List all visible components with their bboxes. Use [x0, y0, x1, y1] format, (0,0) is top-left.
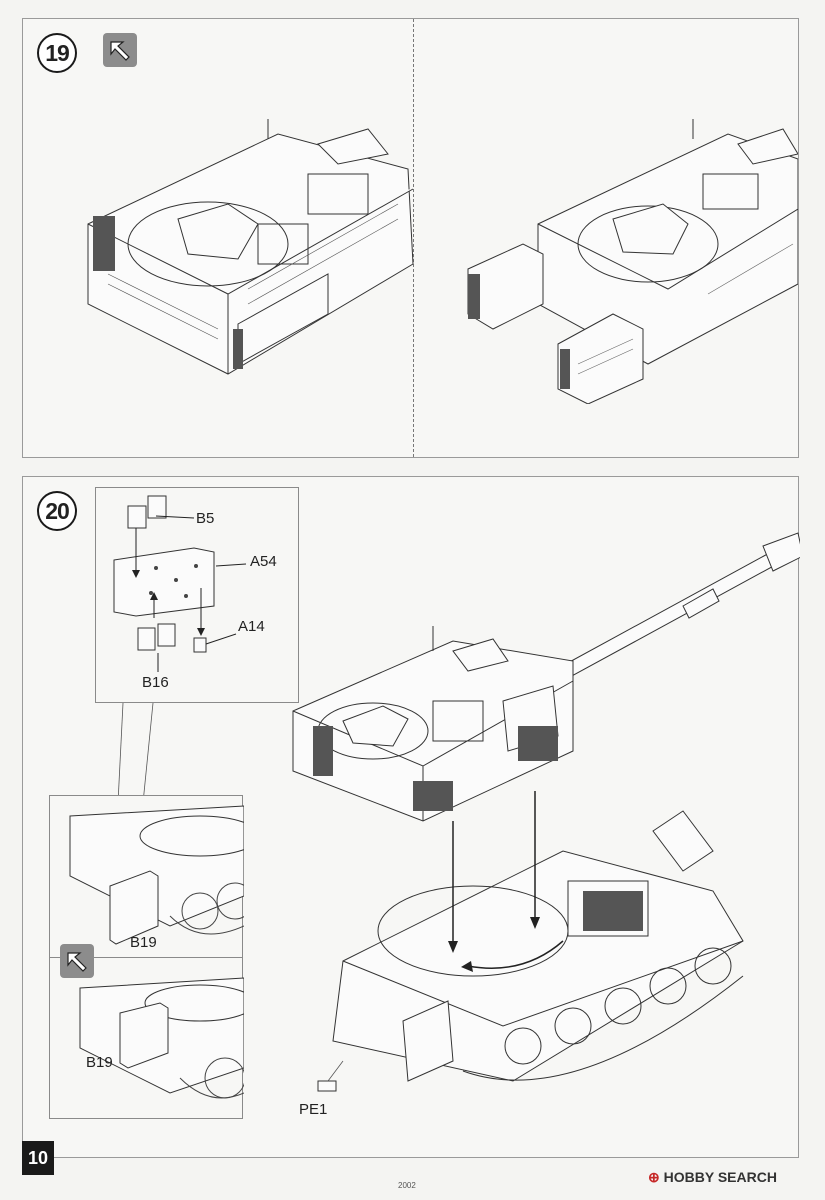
part-label-pe1: PE1: [299, 1101, 328, 1118]
leader-lines: [117, 703, 154, 803]
watermark-text: ⊕ HOBBY SEARCH: [648, 1169, 777, 1186]
turret-drawing-exploded: [467, 119, 798, 404]
watermark-label: HOBBY SEARCH: [663, 1169, 777, 1185]
parts-inset: B5 A54 A14 B16: [95, 487, 299, 703]
hull-inset-top: B19: [49, 795, 261, 959]
step-number-20: 20: [37, 491, 77, 531]
part-label-a54: A54: [250, 553, 277, 570]
part-label-b19-top: B19: [130, 934, 157, 951]
part-label-b19-bottom: B19: [86, 1054, 113, 1071]
panel-divider: [413, 19, 414, 457]
page-number: 10: [22, 1141, 54, 1175]
rotate-view-icon-2: [60, 944, 94, 978]
hull-inset-bottom: B19: [49, 944, 256, 1119]
vehicle-assembly-drawing: [292, 532, 800, 1092]
hull-side-drawing-2: [79, 977, 256, 1099]
rotate-view-icon: [103, 33, 137, 67]
watermark-logo-icon: ⊕: [648, 1169, 660, 1185]
step-20-panel: 20: [22, 476, 800, 1158]
hull-side-drawing-1: [69, 805, 261, 945]
part-label-a14: A14: [238, 618, 265, 635]
footer-code: 2002: [398, 1181, 416, 1190]
part-label-b5: B5: [196, 510, 215, 527]
turret-drawing-attached: [87, 119, 414, 375]
part-label-b16: B16: [142, 674, 169, 691]
step-19-panel: 19: [22, 18, 799, 458]
parts-drawing: [113, 495, 247, 672]
step-number-19: 19: [37, 33, 77, 73]
